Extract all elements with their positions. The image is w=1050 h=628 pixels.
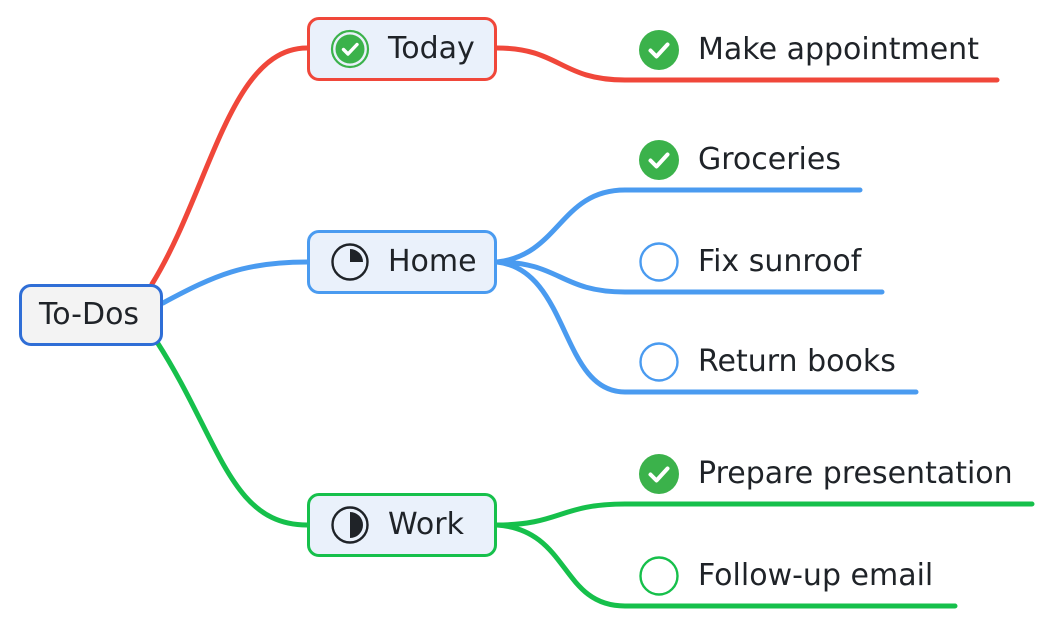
task-label: Prepare presentation: [698, 456, 1013, 491]
task-label: Make appointment: [698, 32, 979, 67]
progress-quarter-icon: [330, 242, 370, 282]
connector-root-home: [160, 259, 310, 306]
category-node-label: Today: [388, 31, 475, 66]
empty-circle-icon[interactable]: [638, 341, 680, 383]
task-fix-sunroof[interactable]: Fix sunroof: [638, 240, 861, 284]
connector-root-today: [149, 45, 310, 287]
task-label: Groceries: [698, 142, 841, 177]
check-circle-filled-icon[interactable]: [638, 453, 680, 495]
check-circle-filled-icon[interactable]: [638, 29, 680, 71]
connector-home-return-books: [494, 259, 919, 395]
task-label: Fix sunroof: [698, 244, 862, 279]
root-node[interactable]: To-Dos: [19, 284, 163, 346]
connector-home-fix-sunroof: [494, 259, 885, 295]
empty-circle-icon[interactable]: [638, 555, 680, 597]
task-return-books[interactable]: Return books: [638, 340, 896, 384]
category-node-label: Home: [388, 244, 477, 279]
root-node-label: To-Dos: [39, 297, 140, 332]
check-circle-filled-icon[interactable]: [638, 139, 680, 181]
connector-today-make-appointment: [494, 45, 1000, 83]
task-follow-up-email[interactable]: Follow-up email: [638, 554, 933, 598]
check-circle-icon: [330, 29, 370, 69]
connector-root-work: [154, 339, 310, 528]
connector-work-follow-up-email: [494, 522, 958, 609]
category-node-today[interactable]: Today: [307, 17, 497, 81]
category-node-label: Work: [388, 507, 464, 542]
task-label: Return books: [698, 344, 896, 379]
empty-circle-icon[interactable]: [638, 241, 680, 283]
category-node-home[interactable]: Home: [307, 230, 497, 294]
task-label: Follow-up email: [698, 558, 934, 593]
task-groceries[interactable]: Groceries: [638, 138, 841, 182]
category-node-work[interactable]: Work: [307, 493, 497, 557]
task-make-appointment[interactable]: Make appointment: [638, 28, 979, 72]
progress-half-icon: [330, 505, 370, 545]
task-prepare-presentation[interactable]: Prepare presentation: [638, 452, 1013, 496]
connector-work-prepare-presentation: [494, 501, 1035, 528]
connector-home-groceries: [494, 187, 863, 265]
